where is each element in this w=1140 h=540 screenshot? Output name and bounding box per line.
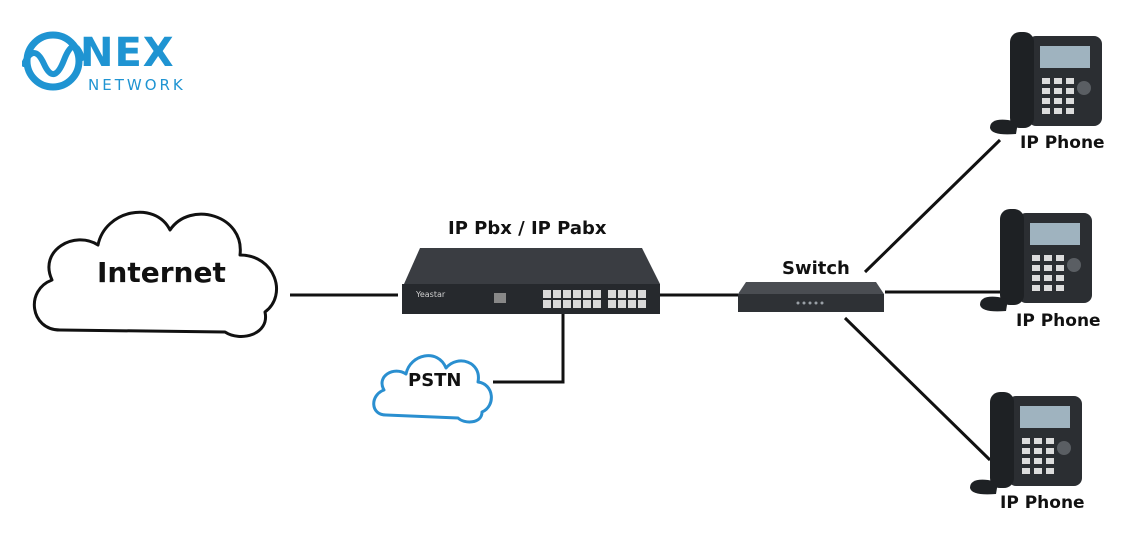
switch-label: Switch [782,258,850,279]
ip-phone-icon [990,32,1102,135]
internet-label: Internet [97,256,226,289]
ip-phone-label-1: IP Phone [1020,133,1105,153]
ip-phone-label-2: IP Phone [1016,311,1101,331]
switch-device-icon [738,282,884,312]
ip-phone-icon [970,392,1082,495]
line-switch-phone-1 [863,138,1002,274]
pstn-cloud-icon [372,354,493,424]
logo-wave-icon [22,31,84,91]
logo-brand-text: NEX [80,30,175,76]
pbx-brand-label: Yeastar [416,290,446,299]
internet-cloud-icon [33,210,278,338]
pbx-device-icon [402,248,660,314]
line-pbx-pstn [493,312,565,384]
pstn-label: PSTN [408,370,462,391]
pbx-label: IP Pbx / IP Pabx [448,218,607,239]
ip-phone-icon [980,209,1092,312]
line-switch-phone-3 [843,316,992,462]
ip-phone-label-3: IP Phone [1000,493,1085,513]
logo-sub-text: NETWORK [88,76,186,94]
